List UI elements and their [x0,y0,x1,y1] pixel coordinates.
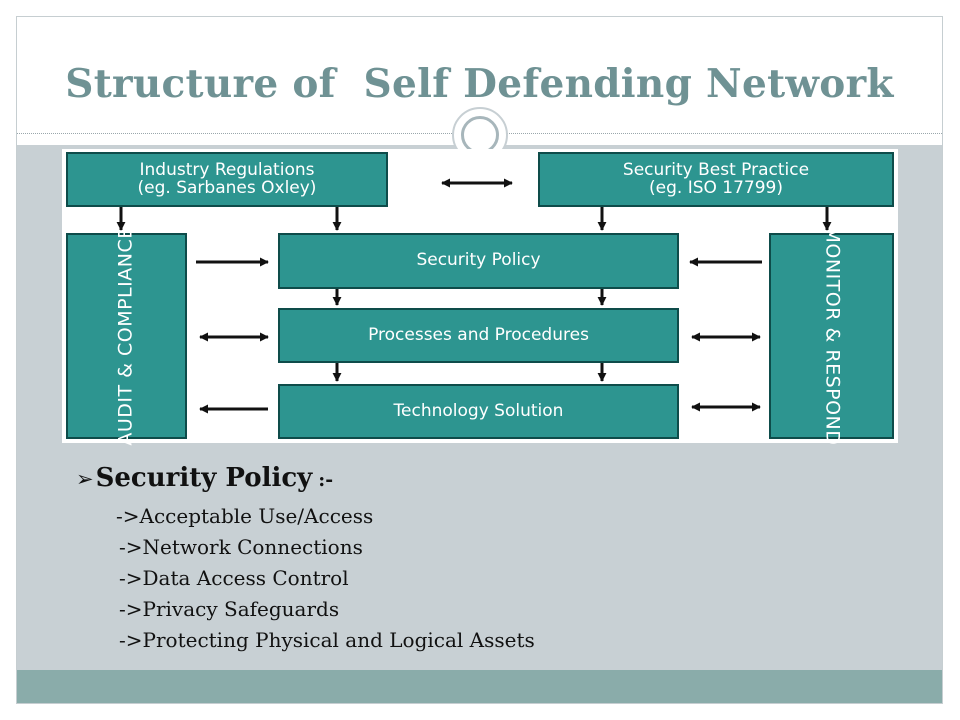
node-technology-solution-label: Technology Solution [393,400,564,421]
bullet-heading-row: ➢ Security Policy :- [76,463,856,501]
list-item: ->Data Access Control [119,566,349,590]
node-audit-compliance: AUDIT & COMPLIANCE [66,226,187,446]
list-item: ->Acceptable Use/Access [116,504,374,528]
list-item: ->Network Connections [119,535,363,559]
list-item: ->Protecting Physical and Logical Assets [119,628,535,652]
node-industry-regulations-line1: Industry Regulations [139,159,315,180]
node-processes-procedures: Processes and Procedures [278,308,679,363]
node-processes-procedures-label: Processes and Procedures [368,324,589,345]
node-security-best-practice: Security Best Practice (eg. ISO 17799) [538,152,894,207]
node-audit-compliance-label: AUDIT & COMPLIANCE [114,226,137,446]
node-security-best-practice-line2: (eg. ISO 17799) [649,177,783,198]
footer-band [17,670,942,703]
bullet-heading-suffix: :- [318,469,334,491]
bullet-heading: Security Policy [95,463,313,493]
node-security-policy-label: Security Policy [416,250,541,271]
list-item: ->Privacy Safeguards [119,597,340,621]
bullet-section: ➢ Security Policy :- ->Acceptable Use/Ac… [76,463,856,656]
node-monitor-respond: MONITOR & RESPOND [769,227,894,445]
node-industry-regulations: Industry Regulations (eg. Sarbanes Oxley… [66,152,388,207]
node-technology-solution: Technology Solution [278,384,679,439]
node-security-policy: Security Policy [278,233,679,289]
node-monitor-respond-label: MONITOR & RESPOND [821,226,844,446]
node-industry-regulations-line2: (eg. Sarbanes Oxley) [137,177,317,198]
node-security-best-practice-line1: Security Best Practice [622,159,810,180]
slide-title: Structure of Self Defending Network [65,61,894,107]
arrow-bullet-icon: ➢ [76,467,94,491]
